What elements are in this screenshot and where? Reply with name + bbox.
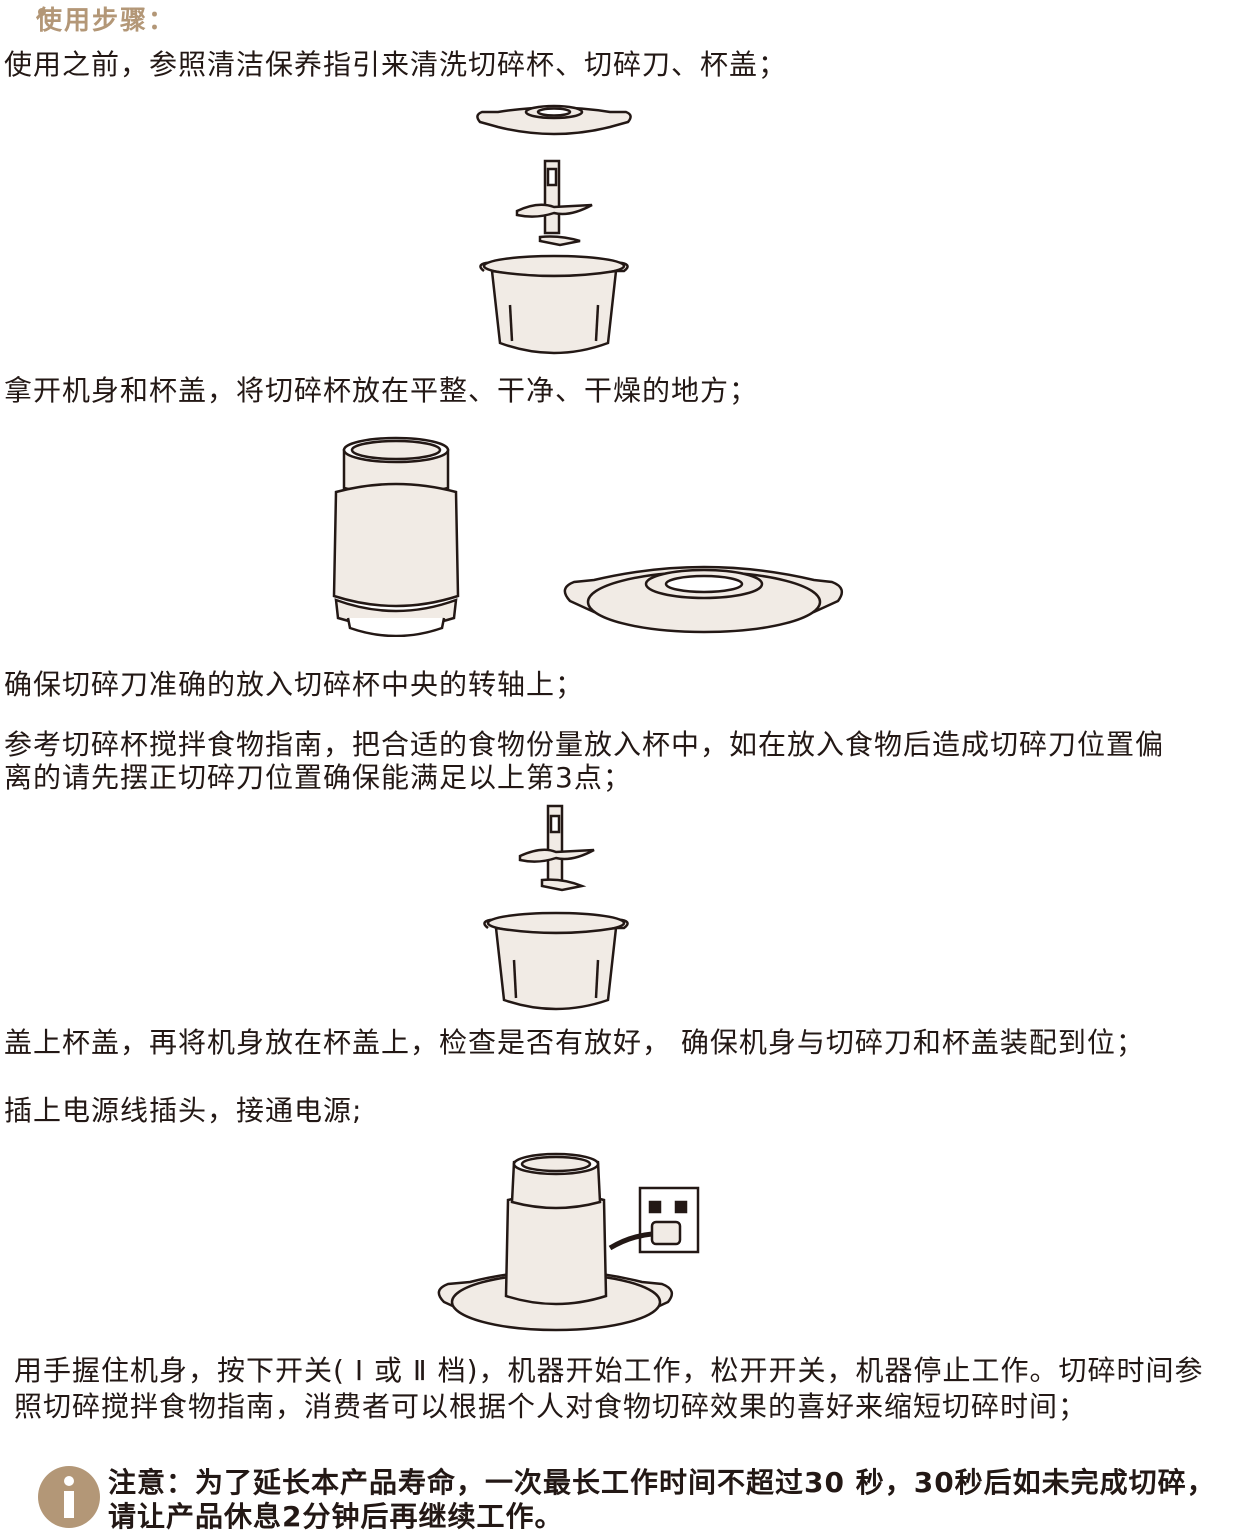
heading-bullet [38, 8, 46, 16]
info-icon [38, 1466, 100, 1528]
lid-illustration [563, 565, 844, 634]
exploded-parts-illustration [476, 104, 632, 355]
blade-bowl-illustration [483, 804, 629, 1011]
step-text-6: 插上电源线插头，接通电源; [4, 1094, 363, 1127]
step-text-3: 确保切碎刀准确的放入切碎杯中央的转轴上； [4, 668, 585, 701]
step-text-7b: 照切碎搅拌食物指南，消费者可以根据个人对食物切碎效果的喜好来缩短切碎时间； [14, 1390, 1088, 1423]
assembled-plugged-illustration [437, 1152, 700, 1332]
note-line-2: 请让产品休息2分钟后再继续工作。 [108, 1500, 564, 1533]
step-text-4a: 参考切碎杯搅拌食物指南，把合适的食物份量放入杯中，如在放入食物后造成切碎刀位置偏 [4, 728, 1165, 761]
step-text-4b: 离的请先摆正切碎刀位置确保能满足以上第3点； [4, 761, 632, 794]
step-text-5: 盖上杯盖，再将机身放在杯盖上，检查是否有放好， 确保机身与切碎刀和杯盖装配到位； [4, 1026, 1145, 1059]
step-text-2: 拿开机身和杯盖，将切碎杯放在平整、干净、干燥的地方； [4, 374, 759, 407]
step-text-7a: 用手握住机身，按下开关( Ⅰ 或 Ⅱ 档)，机器开始工作，松开开关，机器停止工作… [14, 1354, 1204, 1387]
note-line-1: 注意：为了延长本产品寿命，一次最长工作时间不超过30 秒，30秒后如未完成切碎， [108, 1466, 1216, 1499]
section-heading: 使用步骤： [36, 6, 177, 36]
step-text-1: 使用之前，参照清洁保养指引来清洗切碎杯、切碎刀、杯盖； [4, 48, 788, 81]
motor-unit-illustration [332, 436, 460, 637]
